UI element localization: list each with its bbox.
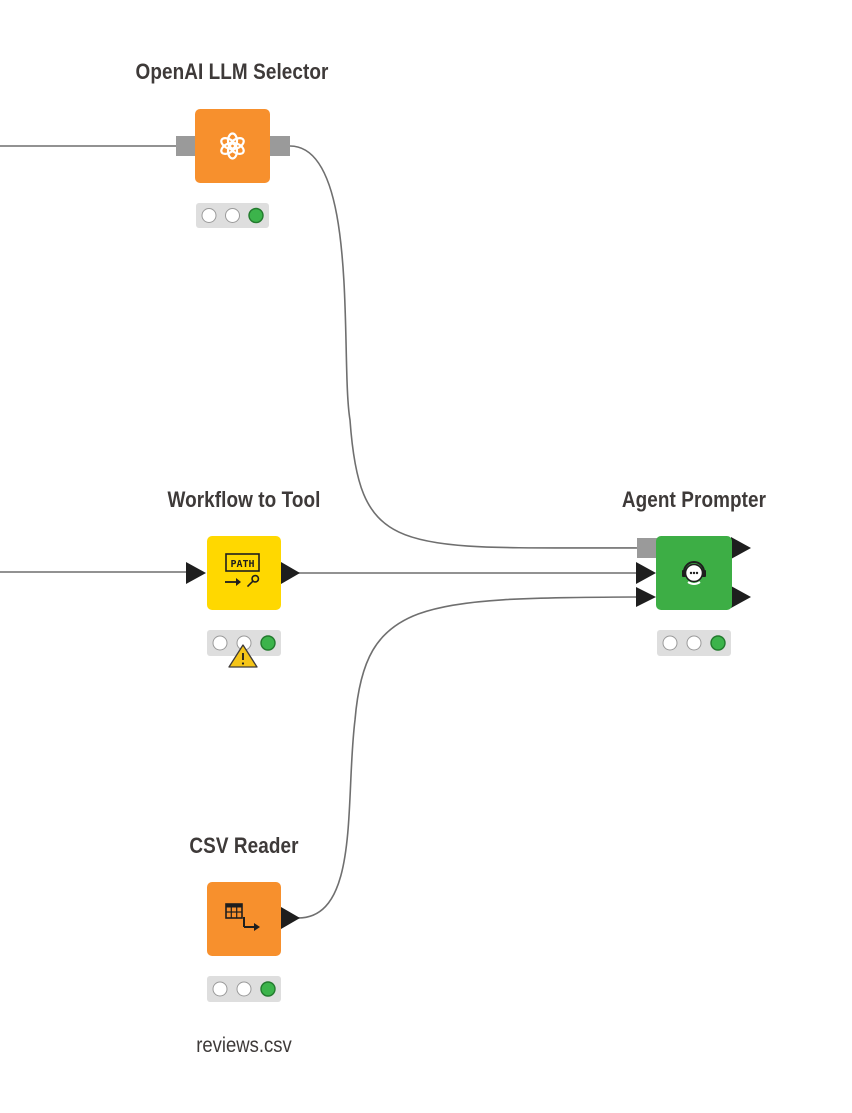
- node-body[interactable]: [195, 109, 270, 183]
- status-light-red: [212, 635, 228, 651]
- path-to-tool-icon: PATH: [225, 553, 260, 588]
- status-light-green: [248, 207, 264, 224]
- status-light-green: [710, 635, 726, 651]
- status-light-yellow: [686, 635, 702, 651]
- input-port-data-table[interactable]: [636, 587, 656, 607]
- node-title-workflow-to-tool[interactable]: Workflow to Tool: [167, 487, 321, 512]
- node-status-indicator: [196, 203, 269, 228]
- node-title-csv-reader[interactable]: CSV Reader: [189, 833, 299, 858]
- input-port-model[interactable]: [176, 136, 196, 156]
- status-light-red: [212, 981, 228, 997]
- connection-openai-to-agent[interactable]: [289, 145, 641, 549]
- node-openai-llm-selector[interactable]: [176, 109, 290, 228]
- input-port-tools-table[interactable]: [636, 562, 656, 584]
- output-port-table-1[interactable]: [731, 537, 751, 559]
- warning-icon[interactable]: [228, 644, 258, 668]
- node-title-openai-llm-selector[interactable]: OpenAI LLM Selector: [135, 59, 329, 84]
- table-reader-icon: [225, 903, 260, 931]
- status-light-green: [260, 635, 276, 651]
- output-port-table-2[interactable]: [731, 586, 751, 608]
- node-body[interactable]: [207, 536, 281, 610]
- connection-csv-to-agent[interactable]: [297, 596, 639, 919]
- node-status-indicator: [207, 976, 281, 1002]
- agent-headset-icon: [682, 561, 706, 585]
- connections: [0, 145, 641, 919]
- status-light-yellow: [225, 208, 240, 223]
- node-csv-reader[interactable]: [207, 882, 300, 1002]
- input-port-model[interactable]: [637, 538, 657, 558]
- output-port-model[interactable]: [268, 136, 290, 156]
- output-port-table[interactable]: [281, 562, 300, 584]
- status-light-red: [201, 208, 217, 223]
- node-workflow-to-tool[interactable]: PATH: [186, 536, 300, 668]
- openai-logo-icon: [220, 132, 245, 160]
- status-light-red: [662, 635, 678, 651]
- output-port-table[interactable]: [281, 907, 300, 929]
- input-port-table[interactable]: [186, 562, 206, 584]
- node-status-indicator: [657, 630, 731, 656]
- status-light-yellow: [236, 981, 252, 997]
- node-agent-prompter[interactable]: [636, 536, 751, 656]
- node-annotation-csv-reader[interactable]: reviews.csv: [196, 1034, 292, 1057]
- status-light-green: [260, 981, 276, 997]
- node-status-indicator: [207, 630, 281, 656]
- path-icon-text: PATH: [230, 559, 254, 570]
- node-title-agent-prompter[interactable]: Agent Prompter: [621, 487, 767, 512]
